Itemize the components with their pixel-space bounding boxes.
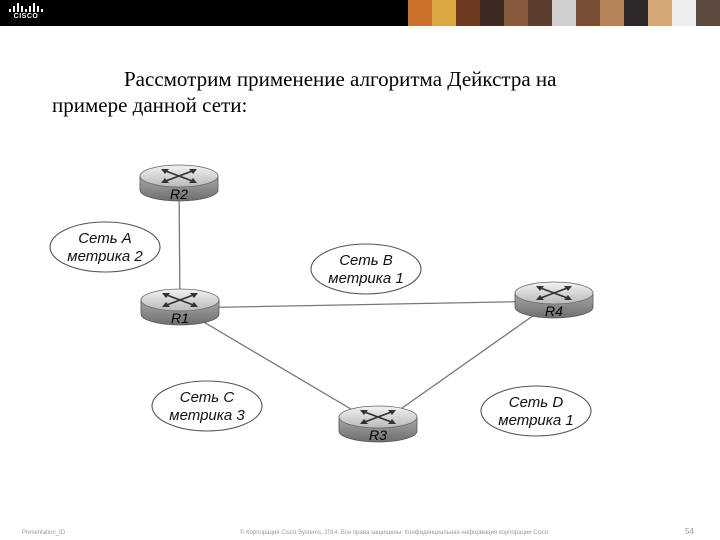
header-photo	[528, 0, 552, 26]
router-arrows-icon	[162, 293, 198, 307]
slide-title-line-1: Рассмотрим применение алгоритма Дейкстра…	[124, 67, 557, 91]
router-label: R3	[369, 427, 387, 443]
link-r1-r3	[179, 307, 379, 426]
header-photo	[504, 0, 528, 26]
header-photo	[600, 0, 624, 26]
header-photo	[696, 0, 720, 26]
router-label: R2	[170, 186, 188, 202]
slide-title: Рассмотрим применение алгоритма Дейкстра…	[52, 66, 652, 118]
network-name: Сеть D	[509, 394, 564, 411]
footer-presentation-id: Presentation_ID	[22, 530, 66, 536]
network-metric: метрика 2	[67, 248, 143, 265]
router-label: R1	[171, 310, 189, 326]
slide-title-line-2: примере данной сети:	[52, 93, 248, 117]
router-r4[interactable]: R4	[514, 281, 594, 319]
header-photo-strip	[408, 0, 720, 26]
network-name: Сеть B	[339, 252, 393, 269]
cisco-logo: CISCO	[8, 3, 44, 23]
page-number: 54	[685, 527, 694, 536]
footer-copyright: © Корпорация Cisco Systems, 2014. Все пр…	[240, 530, 549, 536]
header-photo	[408, 0, 432, 26]
cisco-logo-text: CISCO	[13, 13, 39, 20]
network-metric: метрика 3	[169, 407, 245, 424]
header-bar: CISCO	[0, 0, 720, 26]
header-photo	[672, 0, 696, 26]
router-arrows-icon	[536, 286, 572, 300]
network-name: Сеть A	[78, 230, 132, 247]
router-r2[interactable]: R2	[139, 164, 219, 202]
links-layer	[178, 183, 555, 426]
header-photo	[432, 0, 456, 26]
network-metric: метрика 1	[328, 270, 403, 287]
router-arrows-icon	[360, 410, 396, 424]
cisco-logo-bars	[8, 3, 44, 12]
header-photo	[456, 0, 480, 26]
header-photo	[648, 0, 672, 26]
router-r1[interactable]: R1	[140, 288, 220, 326]
link-r2-r1	[178, 183, 181, 309]
network-metric: метрика 1	[498, 412, 573, 429]
router-label: R4	[545, 303, 563, 319]
link-r1-r4	[179, 300, 555, 309]
header-photo	[552, 0, 576, 26]
link-r3-r4	[377, 300, 555, 426]
router-arrows-icon	[161, 169, 197, 183]
router-r3[interactable]: R3	[338, 405, 418, 443]
header-photo	[624, 0, 648, 26]
header-photo	[576, 0, 600, 26]
header-photo	[480, 0, 504, 26]
network-name: Сеть C	[180, 389, 235, 406]
